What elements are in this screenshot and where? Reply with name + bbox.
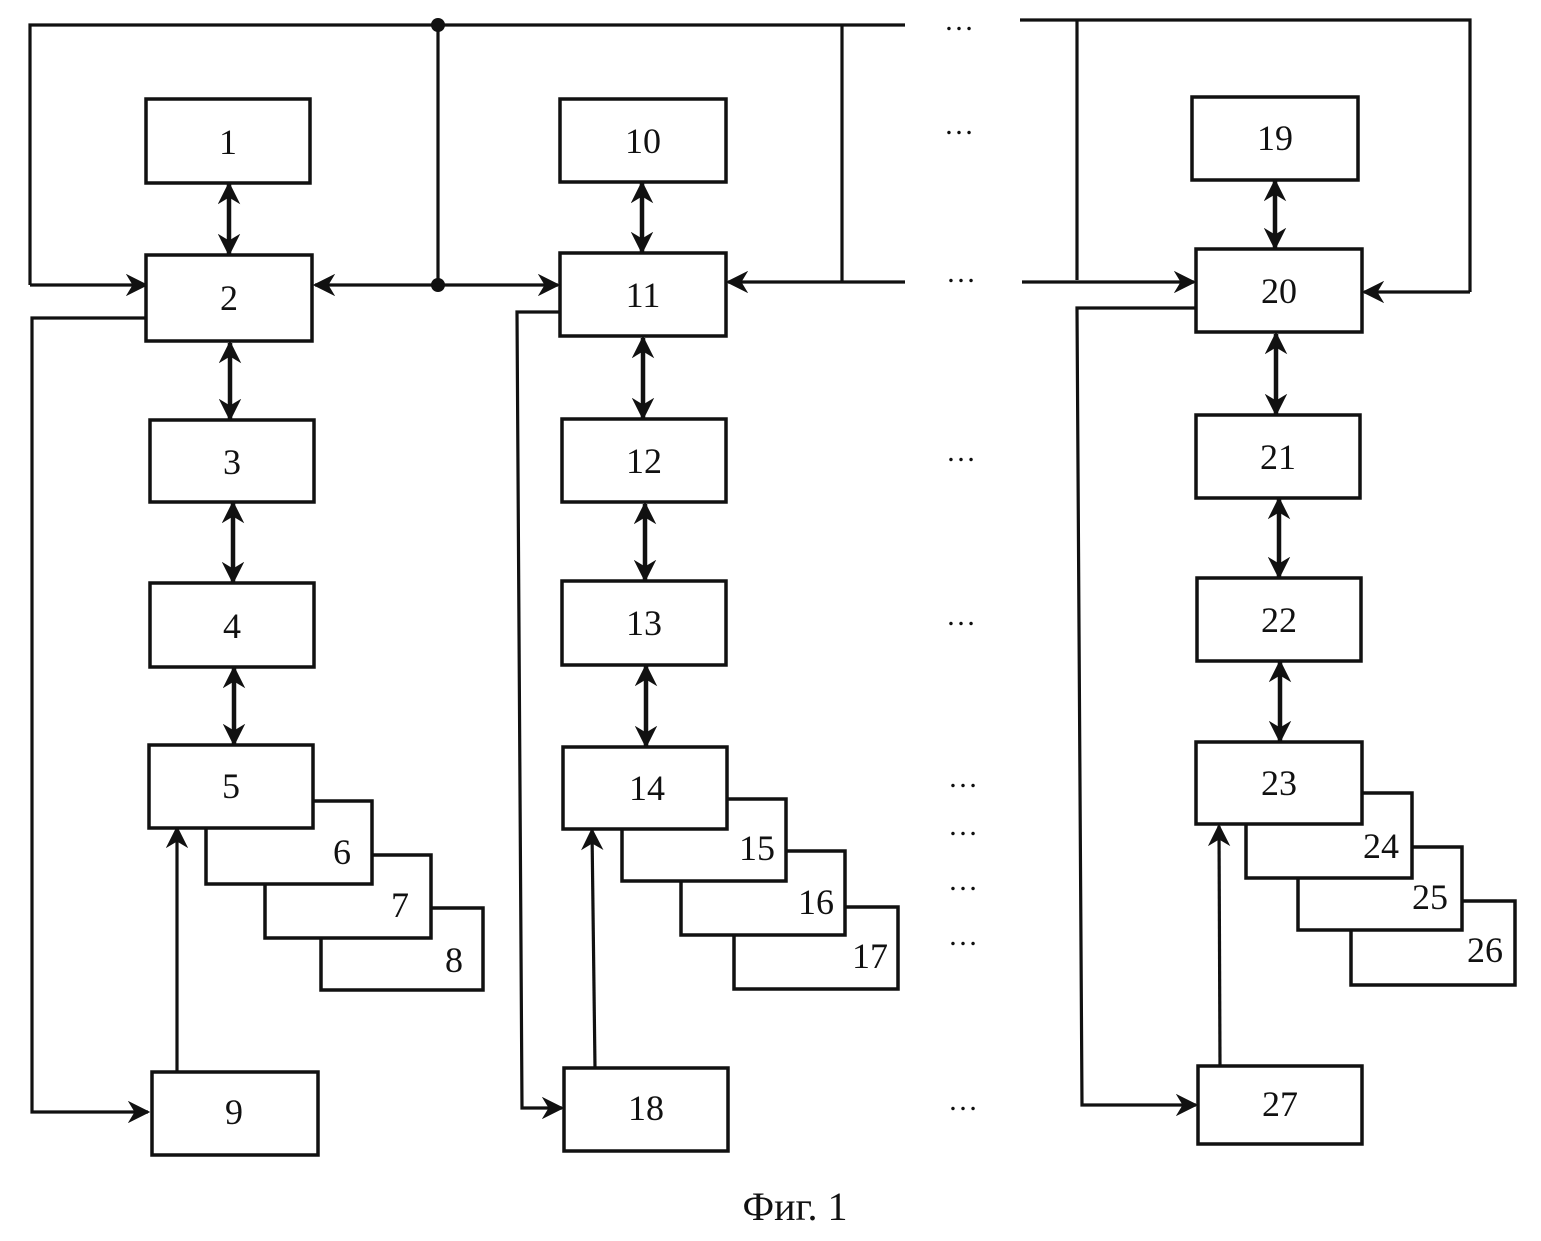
ellipsis-row-7: … <box>948 864 980 897</box>
label-6: 6 <box>333 832 351 872</box>
label-2: 2 <box>220 278 238 318</box>
label-11: 11 <box>626 275 661 315</box>
label-14: 14 <box>629 768 665 808</box>
label-7: 7 <box>391 885 409 925</box>
label-5: 5 <box>222 766 240 806</box>
ellipsis-row-1: … <box>944 108 976 141</box>
label-20: 20 <box>1261 271 1297 311</box>
label-10: 10 <box>625 121 661 161</box>
ellipsis-row-2: … <box>946 256 978 289</box>
ellipsis-row-3: … <box>946 435 978 468</box>
vertical-bidirectional-arrows <box>229 181 1280 746</box>
label-23: 23 <box>1261 763 1297 803</box>
ellipsis-row-8: … <box>948 919 980 952</box>
label-19: 19 <box>1257 118 1293 158</box>
ellipsis-row-9: … <box>948 1084 980 1117</box>
continuation-ellipses: … … … … … … … … … … <box>944 4 980 1117</box>
ellipsis-top: … <box>944 4 976 37</box>
label-21: 21 <box>1260 437 1296 477</box>
label-18: 18 <box>628 1088 664 1128</box>
junction-dot-top <box>431 18 445 32</box>
ellipsis-row-6: … <box>948 809 980 842</box>
ellipsis-row-4: … <box>946 599 978 632</box>
ellipsis-row-5: … <box>948 761 980 794</box>
label-15: 15 <box>739 828 775 868</box>
label-9: 9 <box>225 1092 243 1132</box>
label-3: 3 <box>223 442 241 482</box>
label-27: 27 <box>1262 1084 1298 1124</box>
label-16: 16 <box>798 882 834 922</box>
label-13: 13 <box>626 603 662 643</box>
label-12: 12 <box>626 441 662 481</box>
label-26: 26 <box>1467 930 1503 970</box>
figure-caption: Фиг. 1 <box>743 1184 848 1229</box>
label-17: 17 <box>852 936 888 976</box>
label-22: 22 <box>1261 600 1297 640</box>
label-8: 8 <box>445 940 463 980</box>
label-24: 24 <box>1363 826 1399 866</box>
label-4: 4 <box>223 606 241 646</box>
label-1: 1 <box>219 122 237 162</box>
label-25: 25 <box>1412 877 1448 917</box>
